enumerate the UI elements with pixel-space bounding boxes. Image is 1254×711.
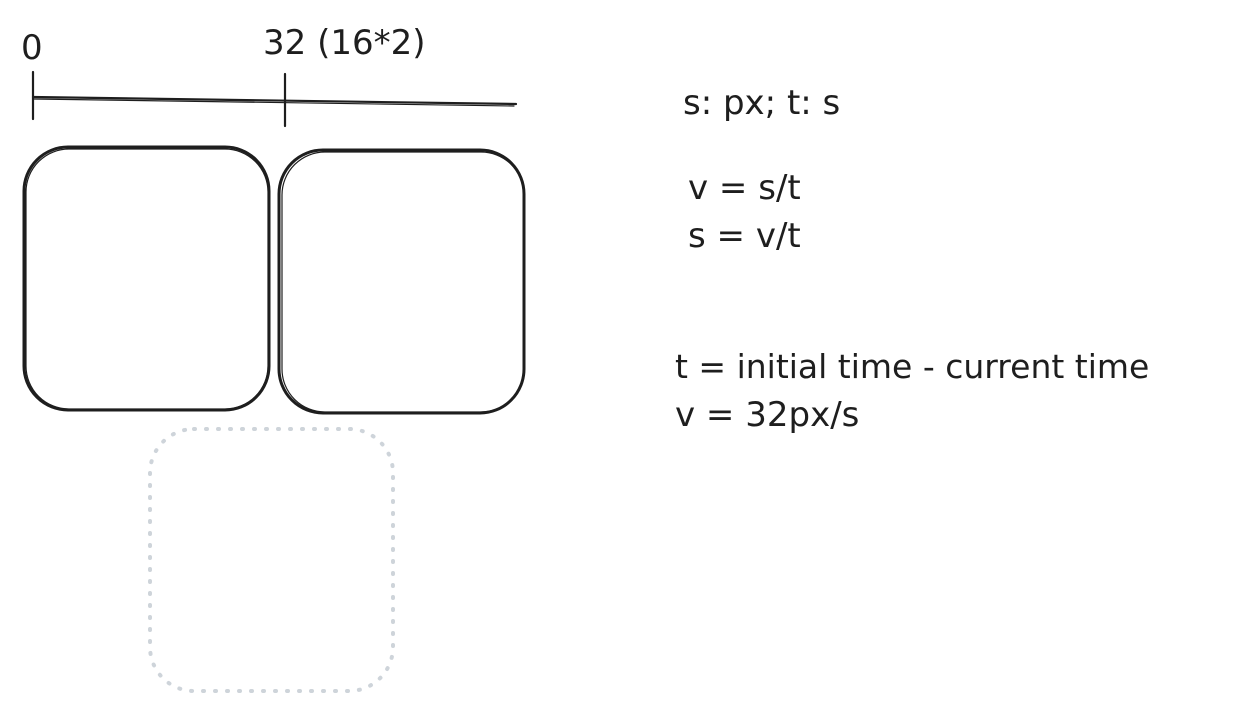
- ruler-line-sketch: [33, 98, 515, 107]
- ruler-start-label: 0: [21, 28, 43, 68]
- square-position-0: [22, 145, 271, 412]
- distance-formula: s = v/t: [688, 216, 801, 256]
- ruler-line: [31, 95, 518, 106]
- velocity-value: v = 32px/s: [675, 395, 860, 435]
- ruler-end-label: 32 (16*2): [263, 23, 426, 63]
- ruler: [31, 70, 518, 128]
- velocity-formula: v = s/t: [688, 168, 801, 208]
- units-note: s: px; t: s: [683, 83, 841, 123]
- square-position-32: [277, 148, 526, 415]
- ghost-square-outline: [148, 427, 395, 693]
- time-definition: t = initial time - current time: [675, 347, 1150, 386]
